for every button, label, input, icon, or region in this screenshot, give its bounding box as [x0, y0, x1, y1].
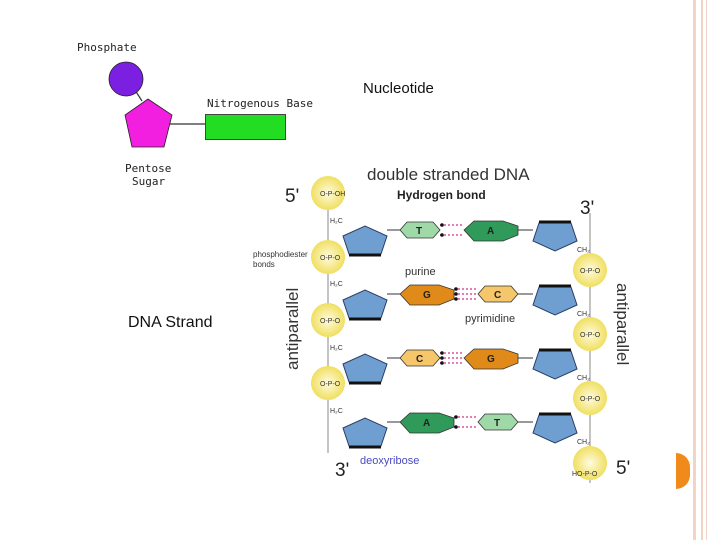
pentose-sugar-pentagon: [124, 98, 173, 148]
base-left-t-shape: [399, 221, 441, 239]
svg-text:CH₂: CH₂: [577, 375, 590, 382]
hbond-atom: [440, 356, 444, 360]
hbond-atom: [440, 351, 444, 355]
nucleotide-diagram: [108, 61, 205, 148]
hbond-atom: [454, 425, 458, 429]
hbond-atom: [440, 223, 444, 227]
base-right-t-letter: T: [494, 418, 500, 429]
pyrimidine-label: pyrimidine: [465, 313, 515, 325]
base-left-c-letter: C: [416, 354, 423, 365]
dna-title: double stranded DNA: [367, 165, 530, 184]
deoxyribose-sugar: [532, 414, 578, 444]
base-pairs: T A G C C G A T: [342, 220, 578, 449]
svg-text:O-P-O: O-P-O: [580, 268, 601, 275]
svg-text:HO-P-O: HO-P-O: [572, 471, 598, 478]
phosphate-group: [573, 381, 607, 415]
slide-border-line: [706, 0, 707, 540]
phosphate-group: [573, 446, 607, 480]
slide-border-line: [701, 0, 703, 540]
svg-text:O-P-O: O-P-O: [320, 381, 341, 388]
five-prime-top-label: 5': [285, 186, 299, 207]
three-prime-bottom-label: 3': [335, 460, 349, 481]
base-right-c-letter: C: [494, 290, 501, 301]
deoxyribose-sugar: [342, 417, 388, 447]
base-left-g-letter: G: [423, 290, 431, 301]
hbond-atom: [454, 287, 458, 291]
svg-text:O-P-O: O-P-O: [580, 332, 601, 339]
hbond-atom: [440, 361, 444, 365]
slide-border-line: [693, 0, 696, 540]
sugar-label-line2: Sugar: [132, 175, 166, 188]
svg-text:H₂C: H₂C: [330, 281, 343, 288]
nitrogenous-base-rect: [205, 114, 286, 140]
deoxyribose-sugar: [532, 286, 578, 316]
hbond-atom: [440, 233, 444, 237]
sugar-label-line1: Pentose: [125, 162, 172, 175]
base-left-t-letter: T: [416, 226, 422, 237]
svg-text:O-P-O: O-P-O: [320, 318, 341, 325]
hbond-atom: [454, 415, 458, 419]
svg-text:H₂C: H₂C: [330, 345, 343, 352]
svg-text:CH₂: CH₂: [577, 439, 590, 446]
base-right-a-letter: A: [487, 226, 494, 237]
hydrogen-bond-label: Hydrogen bond: [397, 188, 486, 202]
purine-label: purine: [405, 266, 436, 278]
phosphate-group: [311, 240, 345, 274]
left-backbone: O-P-OH O-P-O O-P-O O-P-O H₂C H₂C H₂C H₂C: [311, 176, 345, 453]
three-prime-top-label: 3': [580, 198, 594, 219]
base-right-g-shape: [463, 348, 519, 370]
nitrogenous-base-label: Nitrogenous Base: [207, 97, 313, 110]
phosphate-group: [311, 303, 345, 337]
phosphate-circle: [108, 61, 144, 97]
base-right-a-shape: [463, 220, 519, 242]
orange-tab: [676, 453, 690, 489]
dna-strand-caption: DNA Strand: [128, 314, 213, 331]
deoxyribose-sugar: [342, 353, 388, 383]
base-left-a-shape: [399, 412, 455, 434]
slide-title: Nucleotide: [363, 80, 434, 97]
deoxyribose-sugar: [342, 225, 388, 255]
five-prime-bottom-label: 5': [616, 458, 630, 479]
base-right-c-shape: [477, 285, 519, 303]
deoxyribose-sugar: [532, 350, 578, 380]
hbond-atom: [454, 292, 458, 296]
deoxyribose-sugar: [532, 222, 578, 252]
dna-figure: double stranded DNA Hydrogen bond O-P-OH…: [253, 165, 632, 483]
phosphate-group: [311, 176, 345, 210]
phosphate-group: [573, 253, 607, 287]
right-backbone: O-P-O O-P-O O-P-O HO-P-O CH₂ CH₂ CH₂ CH₂: [572, 213, 607, 483]
base-right-g-letter: G: [487, 354, 495, 365]
base-right-t-shape: [477, 413, 519, 431]
svg-text:CH₂: CH₂: [577, 311, 590, 318]
deoxyribose-label: deoxyribose: [360, 455, 419, 467]
svg-text:O-P-O: O-P-O: [320, 255, 341, 262]
deoxyribose-sugar: [342, 289, 388, 319]
svg-text:H₂C: H₂C: [330, 218, 343, 225]
phosphate-group: [311, 366, 345, 400]
base-left-a-letter: A: [423, 418, 430, 429]
phosphodiester-label: phosphodiester: [253, 250, 308, 259]
antiparallel-left-label: antiparallel: [283, 288, 302, 370]
phosphate-label: Phosphate: [77, 41, 137, 54]
svg-text:CH₂: CH₂: [577, 247, 590, 254]
svg-text:O-P-O: O-P-O: [580, 396, 601, 403]
bonds-label: bonds: [253, 260, 275, 269]
svg-text:O-P-OH: O-P-OH: [320, 191, 345, 198]
phosphate-group: [573, 317, 607, 351]
svg-text:H₂C: H₂C: [330, 408, 343, 415]
hbond-atom: [454, 297, 458, 301]
antiparallel-right-label: antiparallel: [613, 283, 632, 365]
